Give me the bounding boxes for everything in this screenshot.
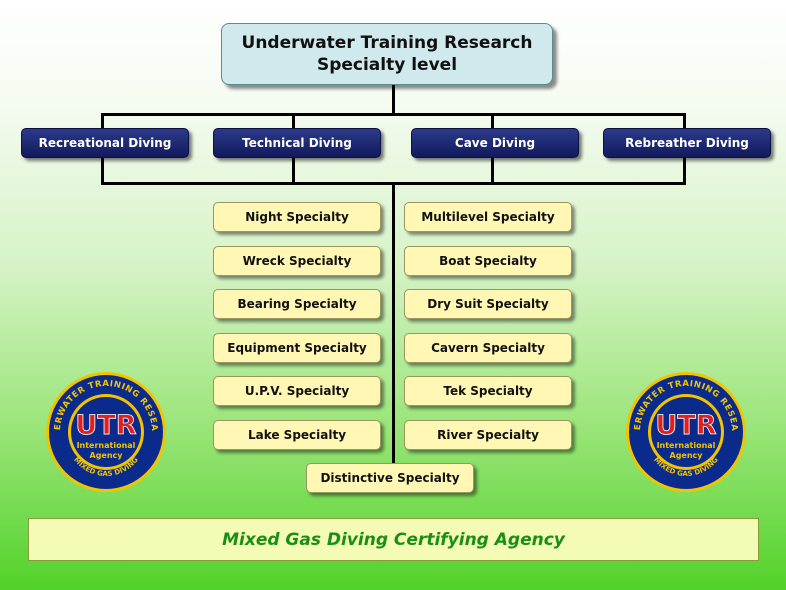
connector-drop-4 [683,113,686,128]
specialty-multilevel: Multilevel Specialty [404,202,572,232]
logo-sub2: Agency [670,451,704,460]
category-label: Recreational Diving [38,136,172,150]
category-recreational-diving: Recreational Diving [21,128,189,158]
specialty-label: Bearing Specialty [237,297,357,311]
specialty-wreck: Wreck Specialty [213,246,381,276]
category-label: Cave Diving [454,136,536,150]
connector-rise-4 [683,158,686,184]
specialty-label: Wreck Specialty [242,254,352,268]
specialty-label: Night Specialty [245,210,349,224]
specialty-label: Tek Specialty [443,384,533,398]
specialty-tek: Tek Specialty [404,376,572,406]
utr-logo-left: UNDERWATER TRAINING RESEARCH MIXED GAS D… [44,370,168,494]
category-label: Technical Diving [242,136,352,150]
specialty-label: U.P.V. Specialty [244,384,350,398]
specialty-equipment: Equipment Specialty [213,333,381,363]
connector-drop-1 [101,113,104,128]
logo-sub2: Agency [90,451,124,460]
title-line-1: Underwater Training Research [241,33,533,53]
category-cave-diving: Cave Diving [411,128,579,158]
connector-drop-2 [292,113,295,128]
logo-sub1: International [77,441,136,450]
specialty-upv: U.P.V. Specialty [213,376,381,406]
specialty-label: Distinctive Specialty [320,471,460,485]
specialty-label: Lake Specialty [247,428,347,442]
connector-rise-1 [101,158,104,184]
specialty-river: River Specialty [404,420,572,450]
specialty-lake: Lake Specialty [213,420,381,450]
logo-sub1: International [657,441,716,450]
specialty-label: Boat Specialty [439,254,537,268]
specialty-label: Dry Suit Specialty [427,297,549,311]
connector-rise-3 [491,158,494,184]
specialty-label: Multilevel Specialty [421,210,555,224]
specialty-label: Equipment Specialty [227,341,367,355]
footer-banner: Mixed Gas Diving Certifying Agency [28,518,759,561]
connector-drop-3 [491,113,494,128]
category-label: Rebreather Diving [625,136,749,150]
diagram-title-box: Underwater Training Research Specialty l… [221,23,553,85]
utr-logo-svg: UNDERWATER TRAINING RESEARCH MIXED GAS D… [44,370,166,492]
specialty-distinctive: Distinctive Specialty [306,463,474,493]
specialty-bearing: Bearing Specialty [213,289,381,319]
specialty-label: Cavern Specialty [431,341,545,355]
connector-spine [392,182,395,464]
connector-rise-2 [292,158,295,184]
specialty-dry-suit: Dry Suit Specialty [404,289,572,319]
specialty-cavern: Cavern Specialty [404,333,572,363]
specialty-label: River Specialty [437,428,539,442]
logo-center-text: UTR [655,410,716,441]
utr-logo-right: UNDERWATER TRAINING RESEARCH MIXED GAS D… [624,370,748,494]
utr-logo-svg: UNDERWATER TRAINING RESEARCH MIXED GAS D… [624,370,746,492]
category-technical-diving: Technical Diving [213,128,381,158]
connector-top-bar [101,113,686,116]
category-rebreather-diving: Rebreather Diving [603,128,771,158]
connector-title-down [392,85,395,115]
footer-text: Mixed Gas Diving Certifying Agency [222,529,565,550]
specialty-boat: Boat Specialty [404,246,572,276]
logo-center-text: UTR [75,410,136,441]
specialty-night: Night Specialty [213,202,381,232]
title-line-2: Specialty level [316,55,458,75]
